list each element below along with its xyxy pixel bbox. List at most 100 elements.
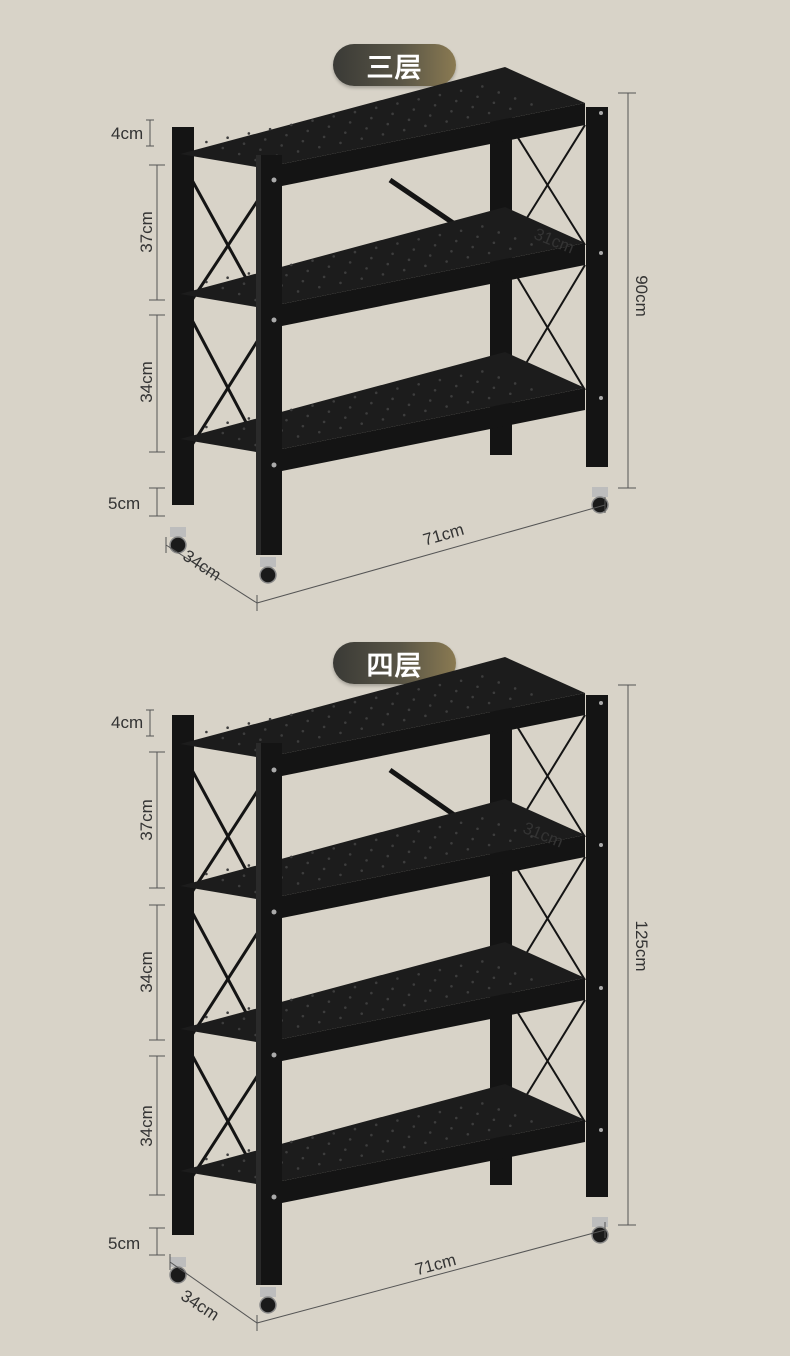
perforation-dot bbox=[290, 855, 293, 859]
perforation-dot bbox=[407, 1135, 411, 1139]
perforation-dot bbox=[424, 264, 427, 268]
front-right-post bbox=[586, 695, 608, 1197]
perforation-dot bbox=[407, 993, 411, 997]
perforation-dot bbox=[487, 986, 491, 990]
perforation-dot bbox=[344, 721, 347, 724]
perforation-dot bbox=[407, 403, 411, 407]
perforation-dot bbox=[402, 128, 406, 132]
perforation-dot bbox=[481, 370, 484, 373]
perforation-dot bbox=[417, 972, 420, 976]
perforation-dot bbox=[391, 844, 394, 848]
perforation-dot bbox=[492, 241, 496, 245]
perforation-dot bbox=[450, 984, 453, 988]
front-left-post-highlight bbox=[256, 155, 261, 555]
three-tier-title-pill: 三层 bbox=[333, 44, 456, 86]
perforation-dot bbox=[242, 732, 246, 736]
perforation-dot bbox=[433, 388, 437, 392]
perforation-dot bbox=[247, 272, 251, 275]
perforation-dot bbox=[259, 148, 262, 152]
perforation-dot bbox=[445, 852, 448, 855]
perforation-dot bbox=[450, 1126, 453, 1130]
perforation-dot bbox=[317, 285, 321, 289]
perforation-dot bbox=[412, 1125, 416, 1128]
perforation-dot bbox=[327, 1142, 331, 1145]
top-gap-label: 4cm bbox=[111, 713, 143, 732]
perforation-dot bbox=[402, 1145, 406, 1149]
perforation-dot bbox=[348, 996, 352, 999]
perforation-dot bbox=[433, 103, 437, 107]
perforation-dot bbox=[360, 727, 364, 730]
perforation-dot bbox=[412, 983, 416, 986]
perforation-dot bbox=[471, 1122, 474, 1126]
bolt bbox=[271, 909, 277, 915]
perforation-dot bbox=[339, 281, 342, 285]
perforation-dot bbox=[407, 118, 411, 122]
rack-illustration bbox=[169, 657, 609, 1314]
perforation-dot bbox=[348, 711, 352, 714]
perforation-dot bbox=[374, 981, 378, 985]
perforation-dot bbox=[476, 235, 479, 239]
perforation-dot bbox=[530, 978, 533, 981]
perforation-dot bbox=[386, 712, 390, 716]
caster-wheel bbox=[169, 536, 187, 554]
perforation-dot bbox=[242, 427, 246, 431]
perforation-dot bbox=[344, 863, 347, 866]
perforation-dot bbox=[306, 269, 310, 273]
perforation-dot bbox=[237, 1169, 241, 1173]
perforation-dot bbox=[450, 109, 453, 113]
perforation-dot bbox=[205, 1015, 208, 1019]
perforation-dot bbox=[226, 136, 229, 140]
perforation-dot bbox=[391, 1129, 394, 1133]
perforation-dot bbox=[454, 831, 458, 835]
perforation-dot bbox=[311, 851, 314, 854]
total-height-label: 125cm bbox=[632, 920, 651, 971]
perforation-dot bbox=[205, 280, 208, 284]
perforation-dot bbox=[374, 246, 378, 250]
perforation-dot bbox=[374, 391, 378, 395]
perforation-dot bbox=[311, 404, 314, 407]
perforation-dot bbox=[445, 995, 448, 998]
bolt bbox=[599, 396, 603, 400]
bolt bbox=[271, 1052, 277, 1058]
perforation-dot bbox=[497, 681, 501, 684]
perforation-dot bbox=[365, 1144, 368, 1147]
perforation-dot bbox=[433, 243, 437, 247]
perforation-dot bbox=[339, 731, 342, 735]
perforation-dot bbox=[311, 709, 314, 712]
left-brace bbox=[190, 339, 260, 446]
perforation-dot bbox=[497, 823, 501, 826]
perforation-dot bbox=[226, 1011, 229, 1015]
perforation-dot bbox=[332, 847, 336, 850]
perforation-dot bbox=[466, 255, 470, 259]
perforation-dot bbox=[445, 710, 448, 713]
bolt bbox=[599, 251, 603, 255]
perforation-dot bbox=[481, 960, 484, 963]
perforation-dot bbox=[285, 273, 288, 277]
perforation-dot bbox=[327, 410, 331, 413]
perforation-dot bbox=[530, 103, 533, 106]
perforation-dot bbox=[290, 998, 293, 1002]
perforation-dot bbox=[487, 701, 491, 705]
perforation-dot bbox=[438, 968, 442, 972]
perforation-dot bbox=[438, 233, 442, 237]
perforation-dot bbox=[290, 123, 293, 127]
perforation-dot bbox=[386, 407, 390, 411]
perforation-dot bbox=[322, 867, 326, 871]
perforation-dot bbox=[365, 1002, 368, 1005]
perforation-dot bbox=[445, 120, 448, 123]
bolt bbox=[599, 1128, 603, 1132]
perforation-dot bbox=[459, 1106, 463, 1110]
left-dimension-lines bbox=[146, 119, 165, 517]
perforation-dot bbox=[306, 1004, 310, 1008]
perforation-dot bbox=[348, 121, 352, 124]
perforation-dot bbox=[381, 1150, 385, 1153]
tier1-height-label: 37cm bbox=[137, 799, 156, 841]
perforation-dot bbox=[381, 133, 385, 136]
perforation-dot bbox=[322, 275, 326, 279]
perforation-dot bbox=[301, 729, 305, 733]
perforation-dot bbox=[417, 97, 420, 101]
perforation-dot bbox=[242, 1017, 246, 1021]
perforation-dot bbox=[471, 245, 474, 249]
perforation-dot bbox=[402, 718, 406, 722]
